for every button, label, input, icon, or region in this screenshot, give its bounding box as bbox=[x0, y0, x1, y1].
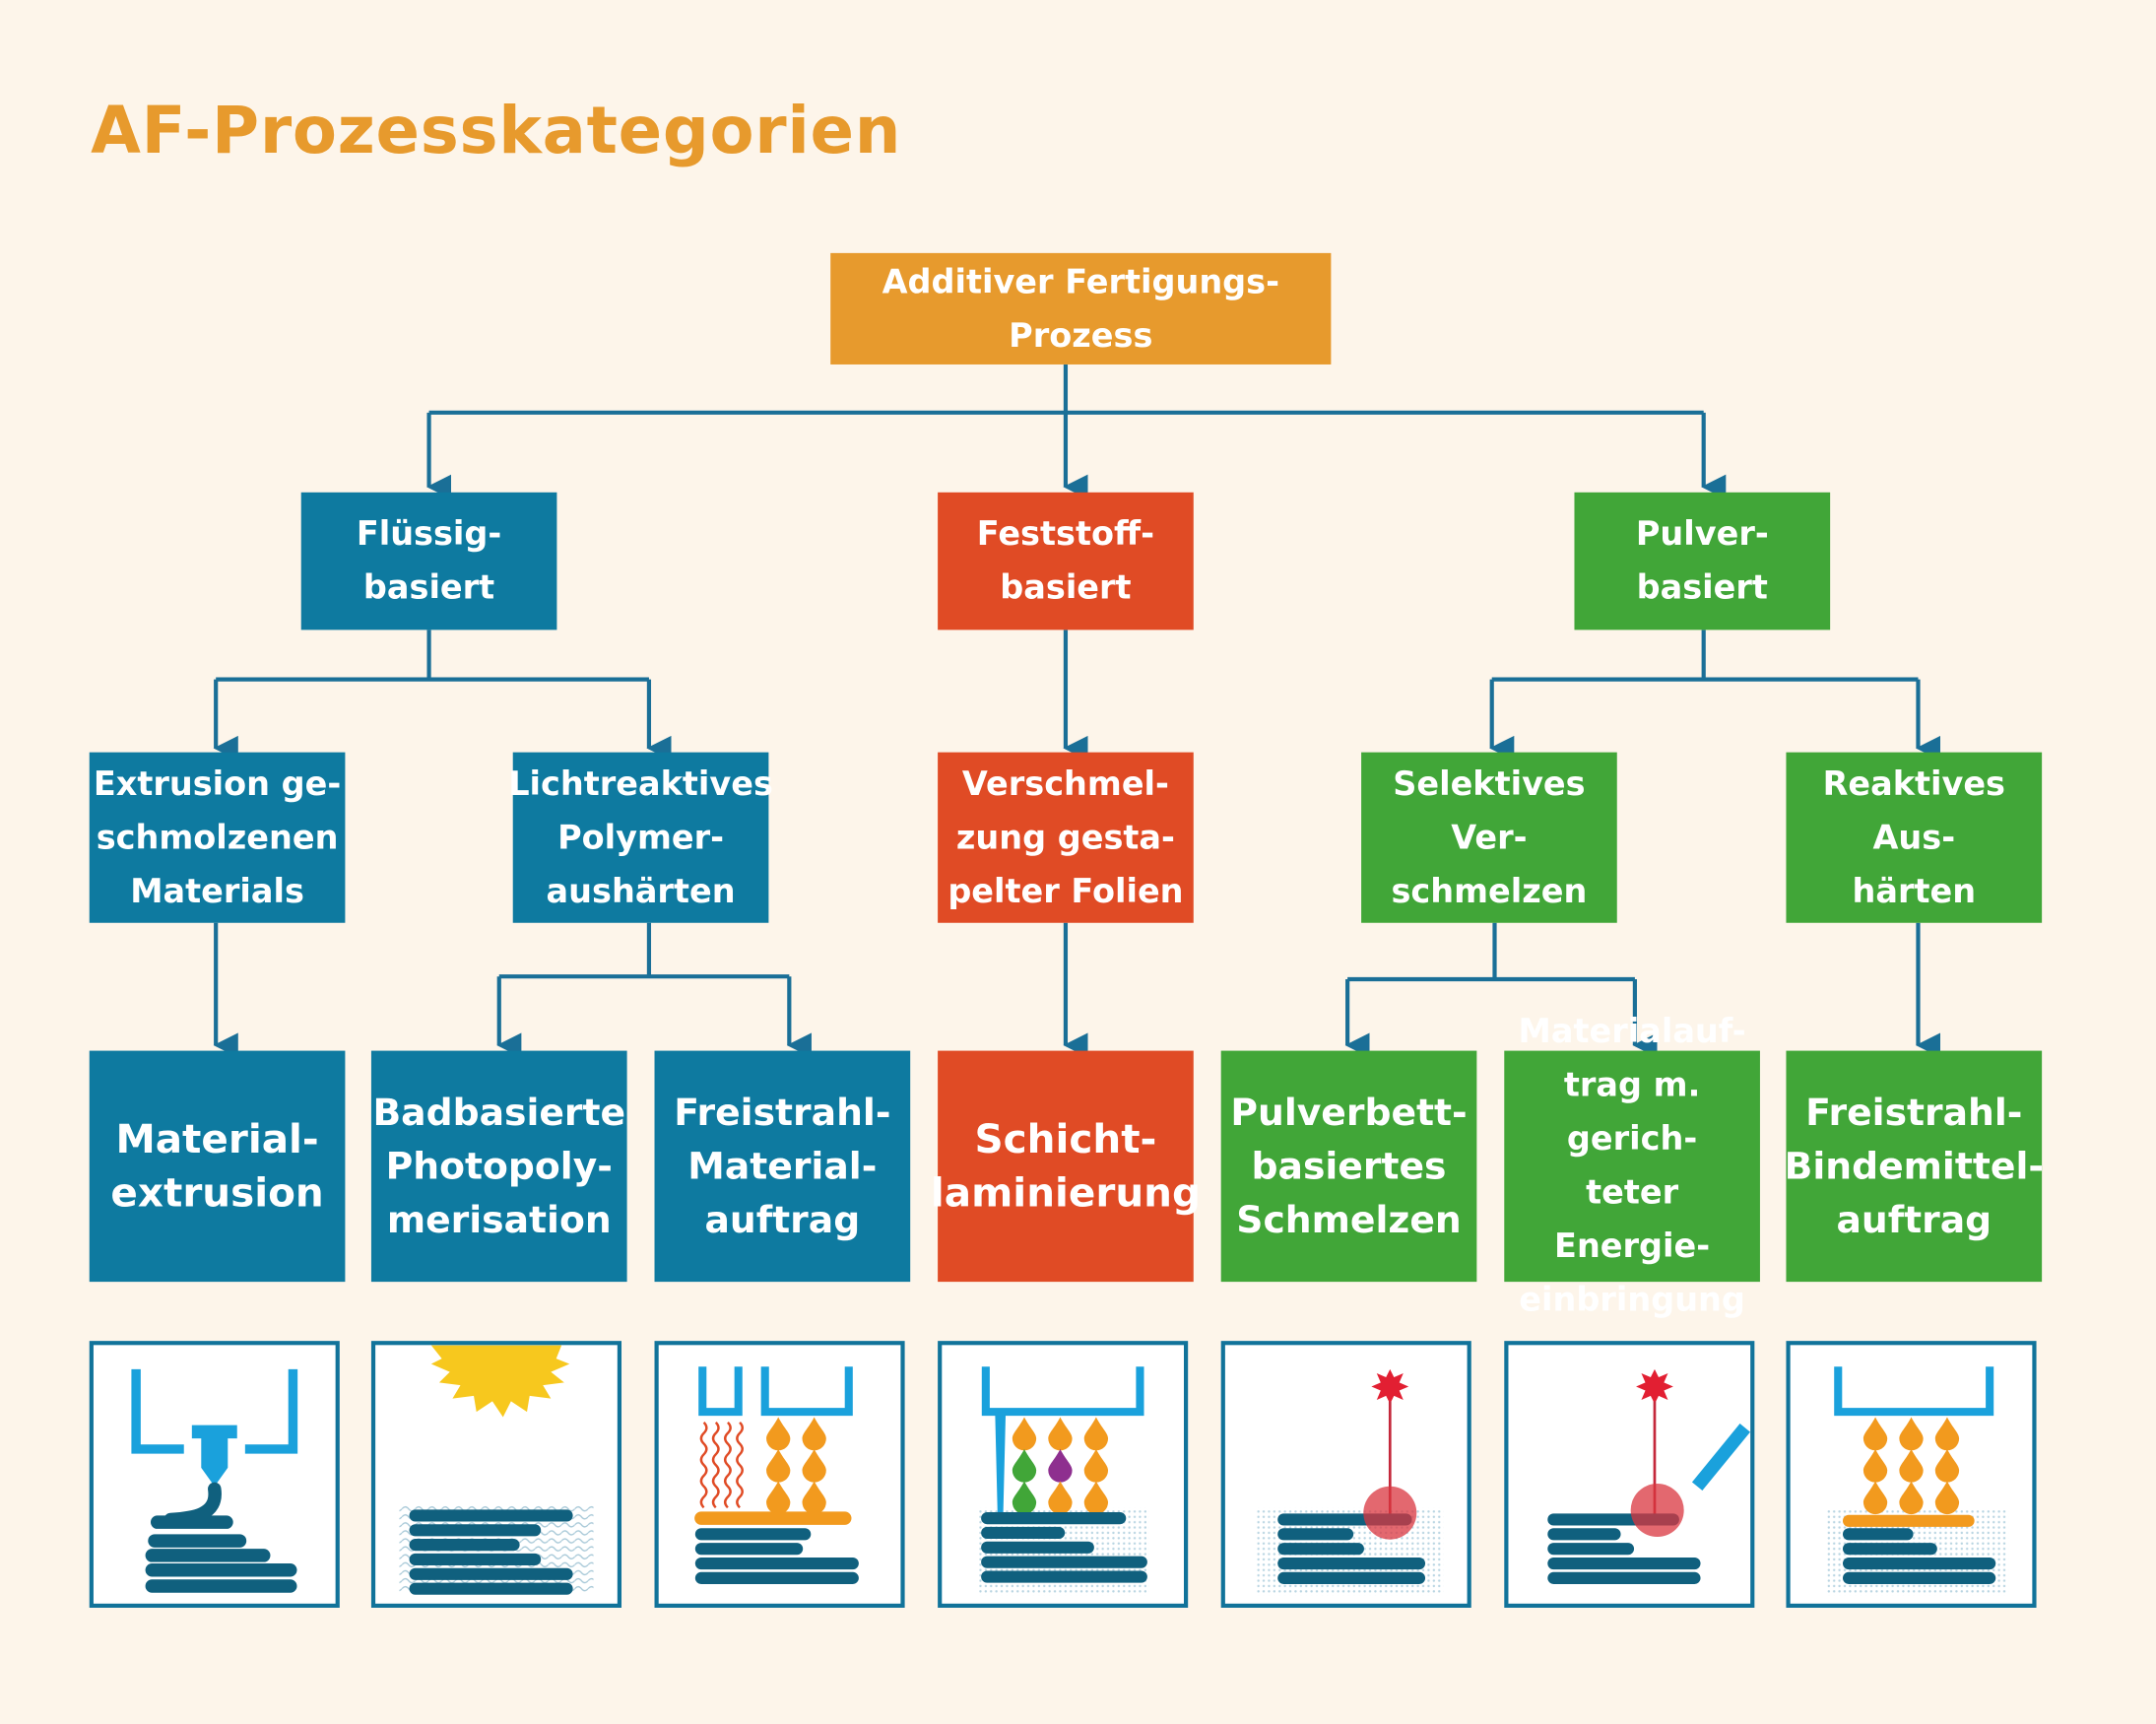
vat-photopolymerization-icon bbox=[370, 1341, 622, 1608]
subcategory-reactive: Reaktives Aus- härten bbox=[1786, 752, 2043, 923]
process-binder-jetting: Freistrahl- Bindemittel- auftrag bbox=[1785, 1050, 2044, 1283]
subcategory-selective: Selektives Ver- schmelzen bbox=[1361, 752, 1617, 923]
sheet-lamination-icon bbox=[938, 1341, 1189, 1608]
process-powder-bed-fusion: Pulverbett- basiertes Schmelzen bbox=[1220, 1050, 1477, 1283]
directed-energy-deposition-icon bbox=[1504, 1341, 1755, 1608]
category-liquid: Flüssig- basiert bbox=[300, 492, 557, 630]
binder-jetting-icon bbox=[1786, 1341, 2037, 1608]
material-jetting-icon bbox=[654, 1341, 905, 1608]
powder-bed-fusion-icon bbox=[1220, 1341, 1471, 1608]
subcategory-extrusion: Extrusion ge- schmolzenen Materials bbox=[89, 752, 346, 923]
process-material-jetting: Freistrahl- Material- auftrag bbox=[654, 1050, 911, 1283]
subcategory-photopolymer: Lichtreaktives Polymer- aushärten bbox=[508, 752, 773, 923]
process-sheet-lamination: Schicht- laminierung bbox=[931, 1050, 1201, 1283]
root-node: Additiver Fertigungs- Prozess bbox=[830, 252, 1332, 365]
process-material-extrusion: Material- extrusion bbox=[89, 1050, 346, 1283]
category-powder: Pulver- basiert bbox=[1574, 492, 1831, 630]
process-directed-energy-deposition: Materialauf- trag m. gerich- teter Energ… bbox=[1504, 1012, 1760, 1319]
extrusion-nozzle-icon bbox=[89, 1341, 340, 1608]
page-title: AF-Prozesskategorien bbox=[91, 93, 902, 169]
category-solid: Feststoff- basiert bbox=[938, 492, 1194, 630]
subcategory-foil: Verschmel- zung gesta- pelter Folien bbox=[938, 752, 1194, 923]
process-vat-photopolymerization: Badbasierte Photopoly- merisation bbox=[370, 1050, 627, 1283]
